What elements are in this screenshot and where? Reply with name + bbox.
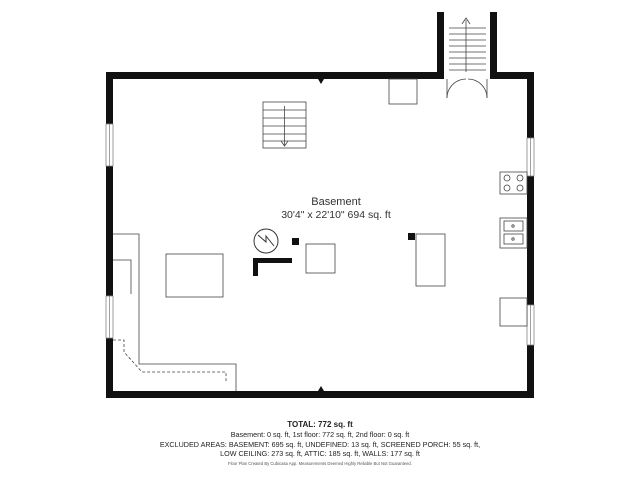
wall-top-right [490, 72, 534, 79]
exterior-stairs [449, 17, 486, 72]
total-area: TOTAL: 772 sq. ft [287, 420, 353, 429]
area-summary: TOTAL: 772 sq. ft Basement: 0 sq. ft, 1s… [0, 420, 640, 467]
exterior-walls [106, 12, 534, 398]
room-dimensions: 30'4" x 22'10" 694 sq. ft [281, 209, 391, 221]
room-name: Basement [311, 196, 361, 208]
table-left [165, 253, 224, 298]
low-ceiling-areas: LOW CEILING: 273 sq. ft, ATTIC: 185 sq. … [220, 449, 420, 458]
cabinet-top [388, 78, 418, 105]
cabinet-right [499, 297, 528, 327]
camera-icon [14, 428, 40, 454]
stove [499, 171, 528, 195]
stair-wall-right [490, 12, 497, 79]
l-bracket [253, 258, 292, 276]
windows [105, 123, 535, 346]
partition-lower-left [113, 233, 237, 391]
wall-right [527, 72, 534, 398]
floor-areas: Basement: 0 sq. ft, 1st floor: 772 sq. f… [230, 430, 410, 439]
box-center [305, 243, 336, 274]
watermark-logo: bright MLS [5, 455, 91, 474]
counter-right [415, 233, 446, 287]
wall-top-left [106, 72, 444, 79]
interior-stairs [262, 101, 307, 149]
sink [499, 217, 528, 249]
wall-left [106, 72, 113, 398]
water-heater-icon [253, 228, 279, 254]
disclaimer-note: Floor Plan Created By Cubicasa App. Meas… [228, 460, 412, 466]
wall-ticks [318, 79, 324, 391]
double-door [446, 78, 488, 99]
vent-square [292, 238, 299, 245]
excluded-areas: EXCLUDED AREAS: BASEMENT: 695 sq. ft, UN… [159, 439, 481, 449]
stair-wall-left [437, 12, 444, 79]
wall-bottom [106, 391, 534, 398]
post-small [408, 233, 415, 240]
